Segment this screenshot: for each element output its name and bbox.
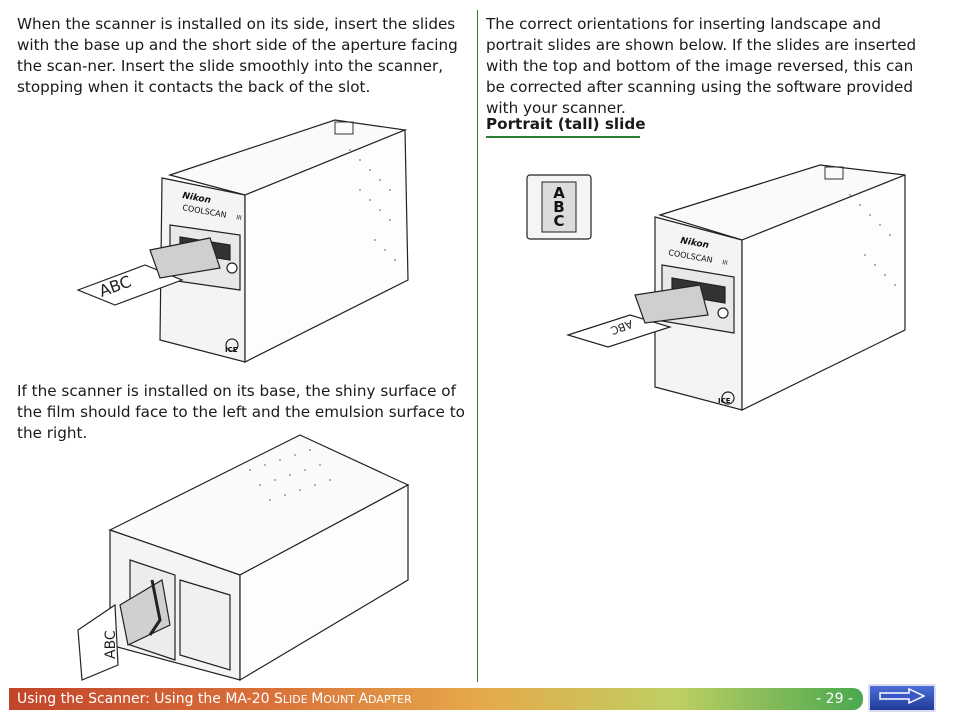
subheading-underline — [486, 136, 640, 138]
paragraph-orientation: The correct orientations for inserting l… — [486, 15, 917, 117]
scanner-side-illustration: Nikon COOLSCAN III ICE ABC — [70, 100, 420, 370]
portrait-letter-c: C — [553, 212, 564, 230]
scanner-base-illustration: ABC — [70, 430, 420, 685]
slide-abc-label-base: ABC — [103, 630, 119, 659]
nikon-logo-text: Nikon — [181, 191, 211, 206]
ice-badge-label-right: ICE — [718, 397, 731, 405]
arrow-right-icon — [879, 687, 926, 708]
scanner-portrait-illustration: A B C Nikon COOLSCAN III ICE ABC — [520, 155, 910, 415]
footer-bar: Using the Scanner: Using the MA-20 SLIDE… — [9, 688, 863, 710]
ice-badge-label: ICE — [225, 346, 238, 354]
portrait-subheading: Portrait (tall) slide — [486, 115, 646, 133]
column-divider — [477, 10, 478, 682]
next-page-button[interactable] — [868, 684, 936, 712]
nikon-logo-text-right: Nikon — [679, 236, 709, 251]
page-number: - 29 - — [816, 691, 853, 707]
coolscan-suffix-label: III — [236, 214, 243, 222]
paragraph-side-install: When the scanner is installed on its sid… — [17, 15, 458, 96]
coolscan-suffix-label-right: III — [722, 259, 729, 267]
portrait-slide-icon — [526, 174, 592, 240]
footer-chapter-title: Using the Scanner: Using the MA-20 SLIDE… — [17, 691, 412, 707]
portrait-letter-a: A — [553, 184, 565, 202]
paragraph-base-install: If the scanner is installed on its base,… — [17, 382, 465, 442]
portrait-letter-b: B — [553, 198, 564, 216]
